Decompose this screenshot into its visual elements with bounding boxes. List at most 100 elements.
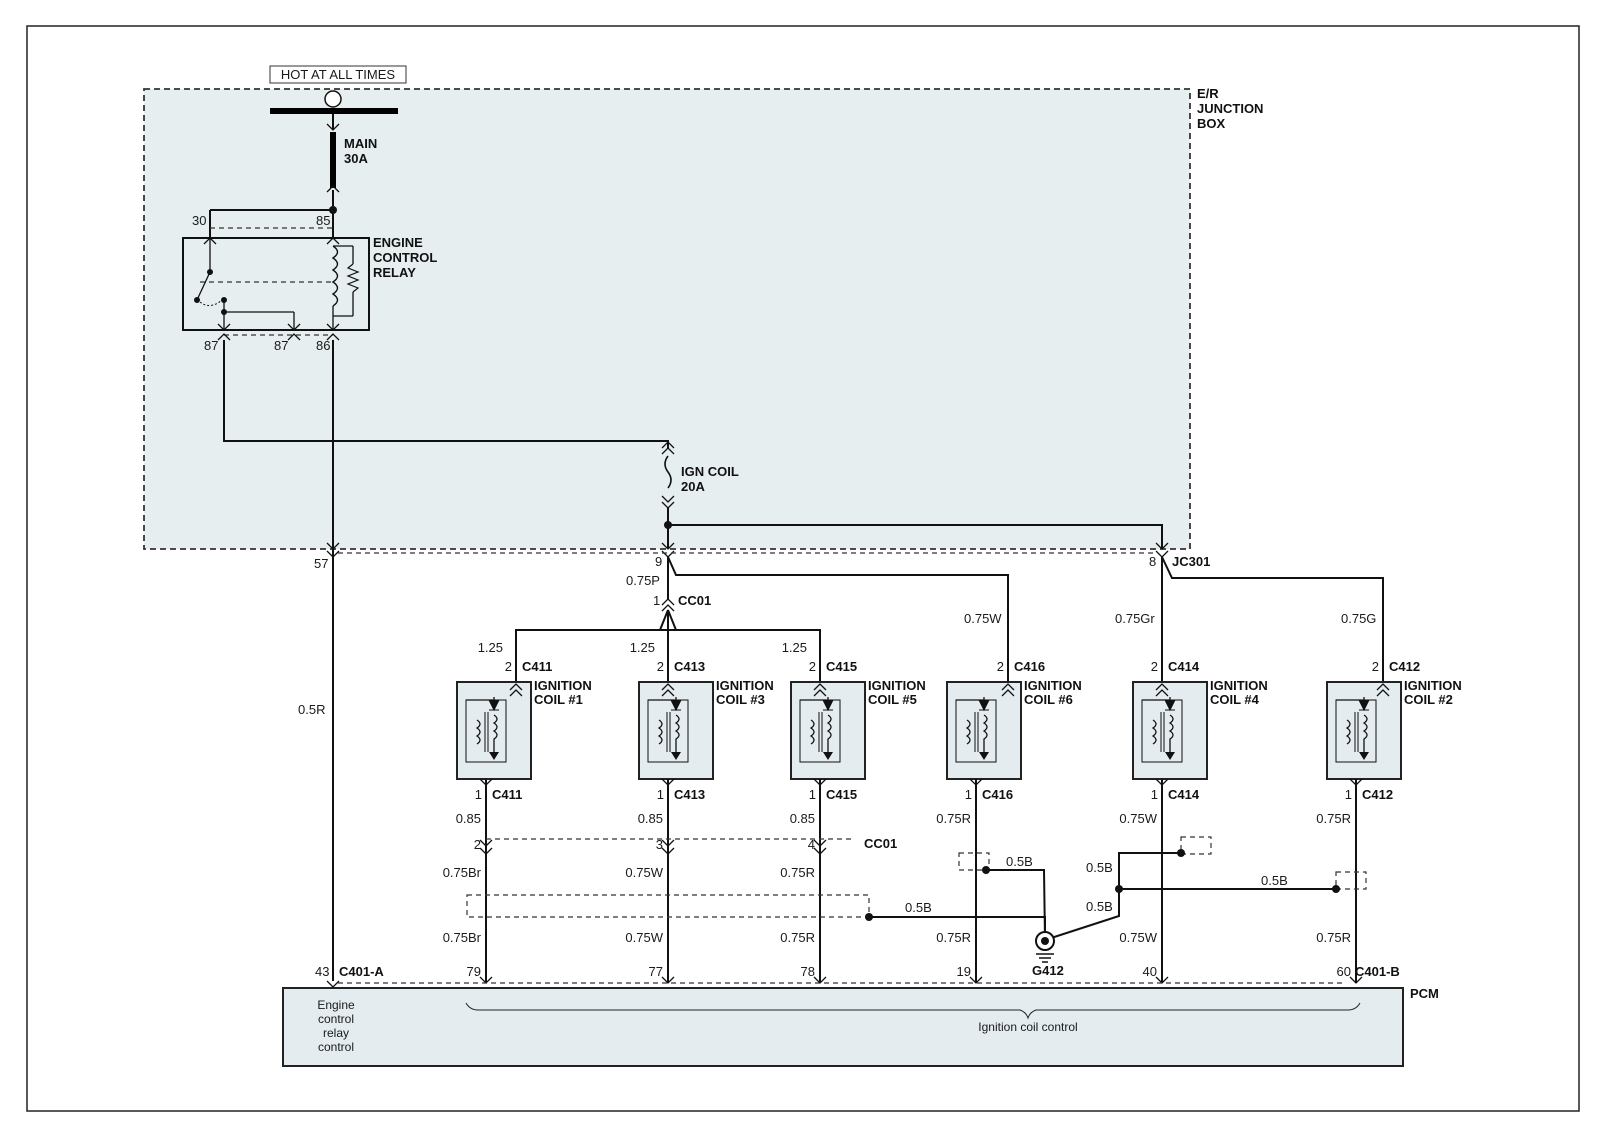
pcm-pin: 77	[649, 964, 663, 979]
coil-name-1: IGNITION	[1024, 678, 1082, 693]
coil-top-pin: 2	[809, 659, 816, 674]
coil-top-wire: 1.25	[782, 640, 807, 655]
coil-connector-top: C413	[674, 659, 705, 674]
ign-fuse-icon	[664, 455, 672, 489]
coil-winding-icon	[657, 719, 663, 745]
coil-bottom-wire: 0.85	[790, 811, 815, 826]
coil-low-wire-1: 0.75R	[780, 865, 815, 880]
coil-bottom-pin: 1	[1345, 787, 1352, 802]
ground-g412: G412	[1032, 963, 1064, 978]
coil-bottom-wire: 0.75R	[936, 811, 971, 826]
coil-bottom-wire: 0.75W	[1119, 811, 1157, 826]
pcm-coil-control-label: Ignition coil control	[978, 1020, 1077, 1034]
coil-low-wire-1: 0.75Br	[443, 865, 482, 880]
coil-connector-bottom: C415	[826, 787, 857, 802]
pcm-left-label-2: control	[318, 1012, 354, 1026]
shield-outline	[466, 894, 870, 918]
relay-pin-30: 30	[192, 213, 206, 228]
relay-pin-87a: 87	[204, 338, 218, 353]
relay-label-3: RELAY	[373, 265, 416, 280]
coil-low-wire-2: 0.75R	[936, 930, 971, 945]
ground-wire-4: 0.5B	[1261, 873, 1288, 888]
coil-bottom-pin: 1	[657, 787, 664, 802]
diagram-frame	[26, 25, 1580, 1112]
coil-connector-top: C412	[1389, 659, 1420, 674]
coil-name-2: COIL #3	[716, 692, 765, 707]
cc01-pin-1: 1	[653, 593, 660, 608]
junction-box-label-2: JUNCTION	[1197, 101, 1263, 116]
engine-control-relay	[182, 237, 370, 331]
coil-connector-top: C414	[1168, 659, 1200, 674]
coil-winding-icon	[965, 719, 971, 745]
coil-name-2: COIL #4	[1210, 692, 1260, 707]
pcm-pin: 19	[957, 964, 971, 979]
coil-winding-icon	[1345, 719, 1351, 745]
coil-top-wire: 1.25	[630, 640, 655, 655]
coil-name-2: COIL #6	[1024, 692, 1073, 707]
hot-label: HOT AT ALL TIMES	[281, 67, 395, 82]
coil-low-wire-2: 0.75W	[1119, 930, 1157, 945]
hot-label-box	[269, 65, 407, 84]
pcm-left-label-1: Engine	[317, 998, 355, 1012]
junction-box	[143, 88, 1191, 550]
connector-c401b: C401-B	[1355, 964, 1400, 979]
coil-bottom-wire: 0.75R	[1316, 811, 1351, 826]
pcm-pin: 79	[467, 964, 481, 979]
ign-fuse-label-2: 20A	[681, 479, 705, 494]
coil-name-2: COIL #2	[1404, 692, 1453, 707]
coil-bottom-pin: 1	[475, 787, 482, 802]
coil-bottom-pin: 1	[809, 787, 816, 802]
pin-9: 9	[655, 554, 662, 569]
coil-winding-icon	[475, 719, 481, 745]
coil-low-wire-1: 0.75W	[625, 865, 663, 880]
coil-top-pin: 2	[657, 659, 664, 674]
coil-connector-top: C416	[1014, 659, 1045, 674]
junction-box-label-1: E/R	[1197, 86, 1219, 101]
relay-label-1: ENGINE	[373, 235, 423, 250]
coil-winding-icon	[809, 719, 815, 745]
pcm-box	[282, 987, 1404, 1067]
relay-resistor-icon	[346, 263, 360, 293]
wire-0-5r: 0.5R	[298, 702, 325, 717]
coil-top-wire: 1.25	[478, 640, 503, 655]
coil-low-wire-2: 0.75Br	[443, 930, 482, 945]
coil-winding-icon	[1151, 719, 1157, 745]
pcm-title: PCM	[1410, 986, 1439, 1001]
main-fuse-label-2: 30A	[344, 151, 368, 166]
connector-cc01-top: CC01	[678, 593, 711, 608]
main-fuse-label-1: MAIN	[344, 136, 377, 151]
coil-connector-top: C415	[826, 659, 857, 674]
junction-box-label-3: BOX	[1197, 116, 1226, 131]
ground-wire-5: 0.5B	[1086, 899, 1113, 914]
coil-connector-bottom: C414	[1168, 787, 1200, 802]
pin-57: 57	[314, 556, 328, 571]
coil-name-1: IGNITION	[1404, 678, 1462, 693]
coil-top-pin: 2	[1151, 659, 1158, 674]
coil-connector-bottom: C413	[674, 787, 705, 802]
coil-name-1: IGNITION	[868, 678, 926, 693]
coil-connector-bottom: C416	[982, 787, 1013, 802]
pcm-left-label-4: control	[318, 1040, 354, 1054]
relay-switch-icon	[196, 271, 211, 301]
pcm-pin: 60	[1337, 964, 1351, 979]
coil-low-wire-2: 0.75R	[780, 930, 815, 945]
coil-connector-bottom: C411	[492, 787, 522, 802]
ign-fuse-label-1: IGN COIL	[681, 464, 739, 479]
cc01-pin: 3	[656, 837, 663, 852]
coil-low-wire-2: 0.75R	[1316, 930, 1351, 945]
coil-low-wire-2: 0.75W	[625, 930, 663, 945]
cc01-pin: 2	[474, 837, 481, 852]
wire-0-75gr: 0.75Gr	[1115, 611, 1155, 626]
pcm-pin: 40	[1143, 964, 1157, 979]
pin-8: 8	[1149, 554, 1156, 569]
connector-cc01-bottom: CC01	[864, 836, 897, 851]
pcm-pin: 78	[801, 964, 815, 979]
coil-connector-top: C411	[522, 659, 552, 674]
pcm-pin-43: 43	[315, 964, 329, 979]
wire-0-75w: 0.75W	[964, 611, 1002, 626]
